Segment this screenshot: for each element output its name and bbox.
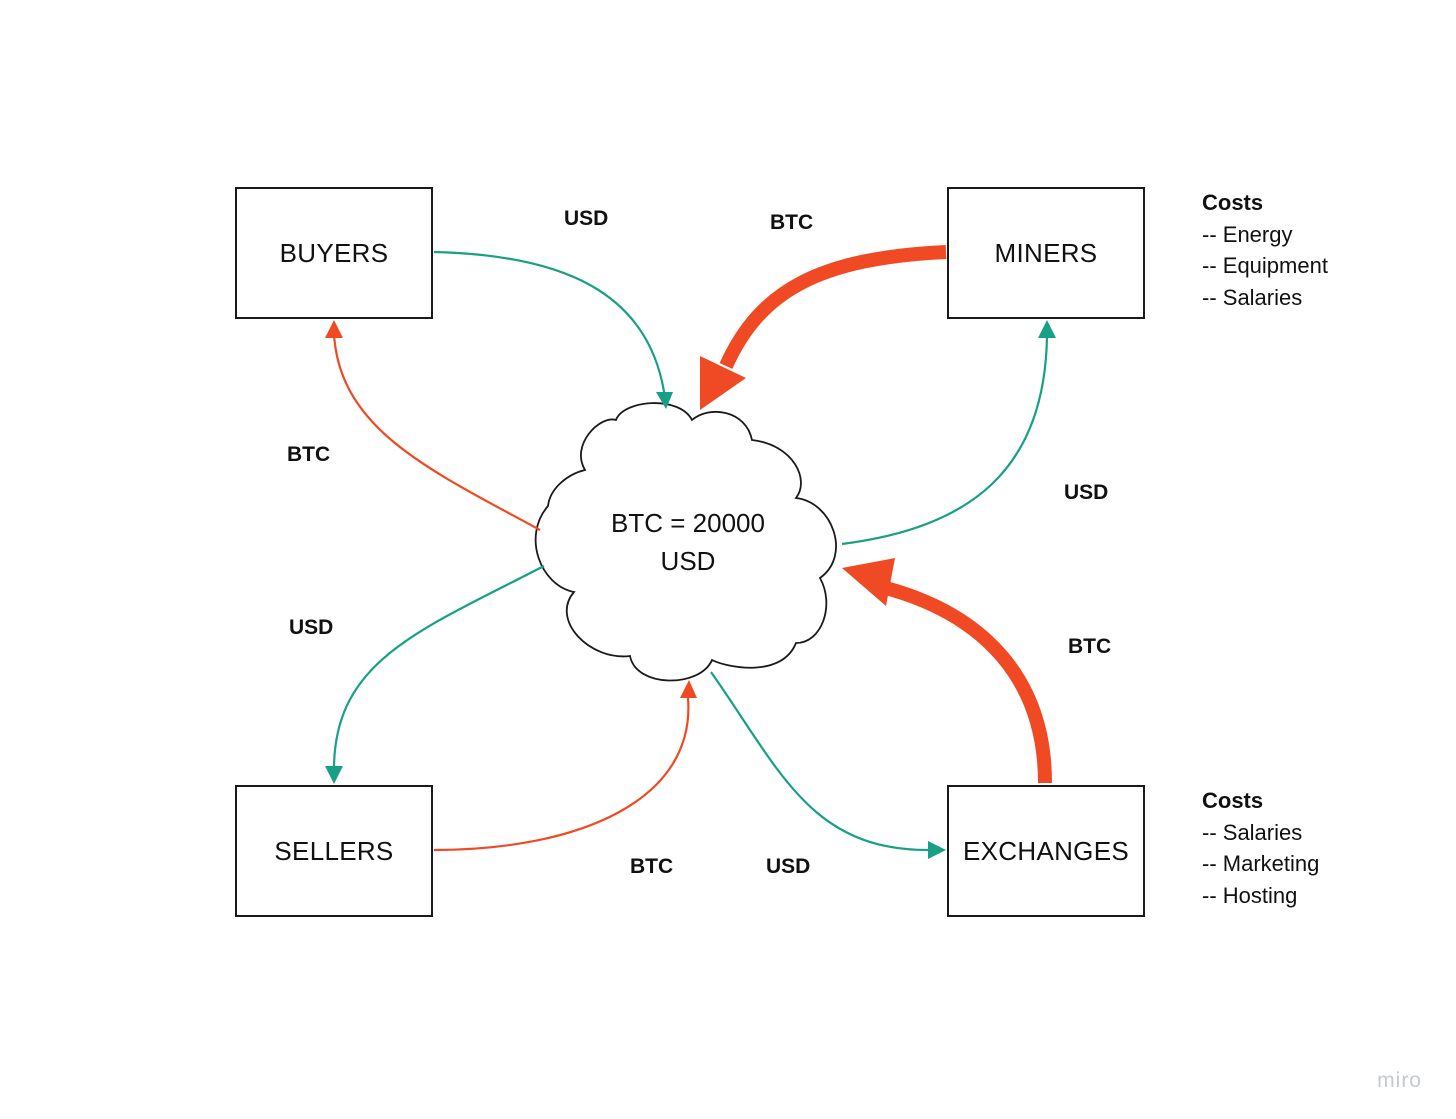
edge-label-buyers-usd: USD: [564, 207, 609, 230]
costs-miners-item: -- Salaries: [1202, 284, 1303, 310]
arrowhead-exchanges-to-market: [842, 558, 895, 606]
node-miners: MINERS: [947, 187, 1145, 319]
market-cloud: [534, 402, 837, 682]
edge-label-miners-btc: BTC: [770, 211, 814, 234]
node-sellers-label: SELLERS: [274, 835, 394, 866]
arrow-market-to-miners: [841, 335, 1049, 546]
edge-label-exchanges-btc: BTC: [1068, 635, 1112, 658]
miro-watermark: miro: [1377, 1069, 1422, 1092]
costs-miners: Costs -- Energy -- Equipment -- Salaries: [1202, 187, 1328, 313]
costs-exchanges-item: -- Hosting: [1202, 882, 1298, 908]
edge-label-exchanges-usd: USD: [766, 855, 811, 878]
arrowhead-miners-to-market: [700, 356, 746, 410]
costs-exchanges-item: -- Salaries: [1202, 819, 1303, 845]
costs-exchanges-item: -- Marketing: [1202, 851, 1320, 876]
edge-label-miners-usd: USD: [1064, 481, 1109, 504]
arrow-miners-to-market: [719, 245, 947, 369]
arrow-exchanges-to-market: [884, 581, 1052, 784]
edge-label-buyers-btc: BTC: [287, 443, 331, 466]
arrowhead-market-to-miners: [1038, 320, 1056, 338]
arrow-market-to-buyers: [332, 333, 541, 531]
node-sellers: SELLERS: [235, 785, 433, 917]
costs-miners-item: -- Equipment: [1202, 253, 1328, 278]
arrow-market-to-sellers: [332, 565, 545, 767]
arrowhead-market-to-sellers: [325, 766, 343, 784]
market-label-line1: BTC = 20000: [611, 508, 765, 538]
market-label: BTC = 20000 USD: [588, 504, 788, 580]
node-exchanges: EXCHANGES: [947, 785, 1145, 917]
node-exchanges-label: EXCHANGES: [963, 835, 1129, 866]
node-buyers: BUYERS: [235, 187, 433, 319]
costs-miners-item: -- Energy: [1202, 221, 1293, 247]
edge-label-sellers-btc: BTC: [630, 855, 674, 878]
edge-label-sellers-usd: USD: [289, 616, 334, 639]
costs-miners-title: Costs: [1202, 190, 1264, 215]
arrow-sellers-to-market: [433, 697, 690, 852]
arrowhead-market-to-exchanges: [928, 841, 946, 859]
arrow-buyers-to-market: [433, 250, 667, 399]
arrowhead-sellers-to-market: [680, 680, 697, 698]
arrow-market-to-exchanges: [710, 671, 929, 852]
arrowhead-buyers-to-market: [656, 392, 673, 409]
node-buyers-label: BUYERS: [279, 237, 389, 268]
arrowhead-market-to-buyers: [325, 320, 343, 338]
costs-exchanges: Costs -- Salaries -- Marketing -- Hostin…: [1202, 785, 1319, 911]
node-miners-label: MINERS: [994, 237, 1098, 268]
market-label-line2: USD: [660, 546, 716, 576]
costs-exchanges-title: Costs: [1202, 788, 1264, 813]
